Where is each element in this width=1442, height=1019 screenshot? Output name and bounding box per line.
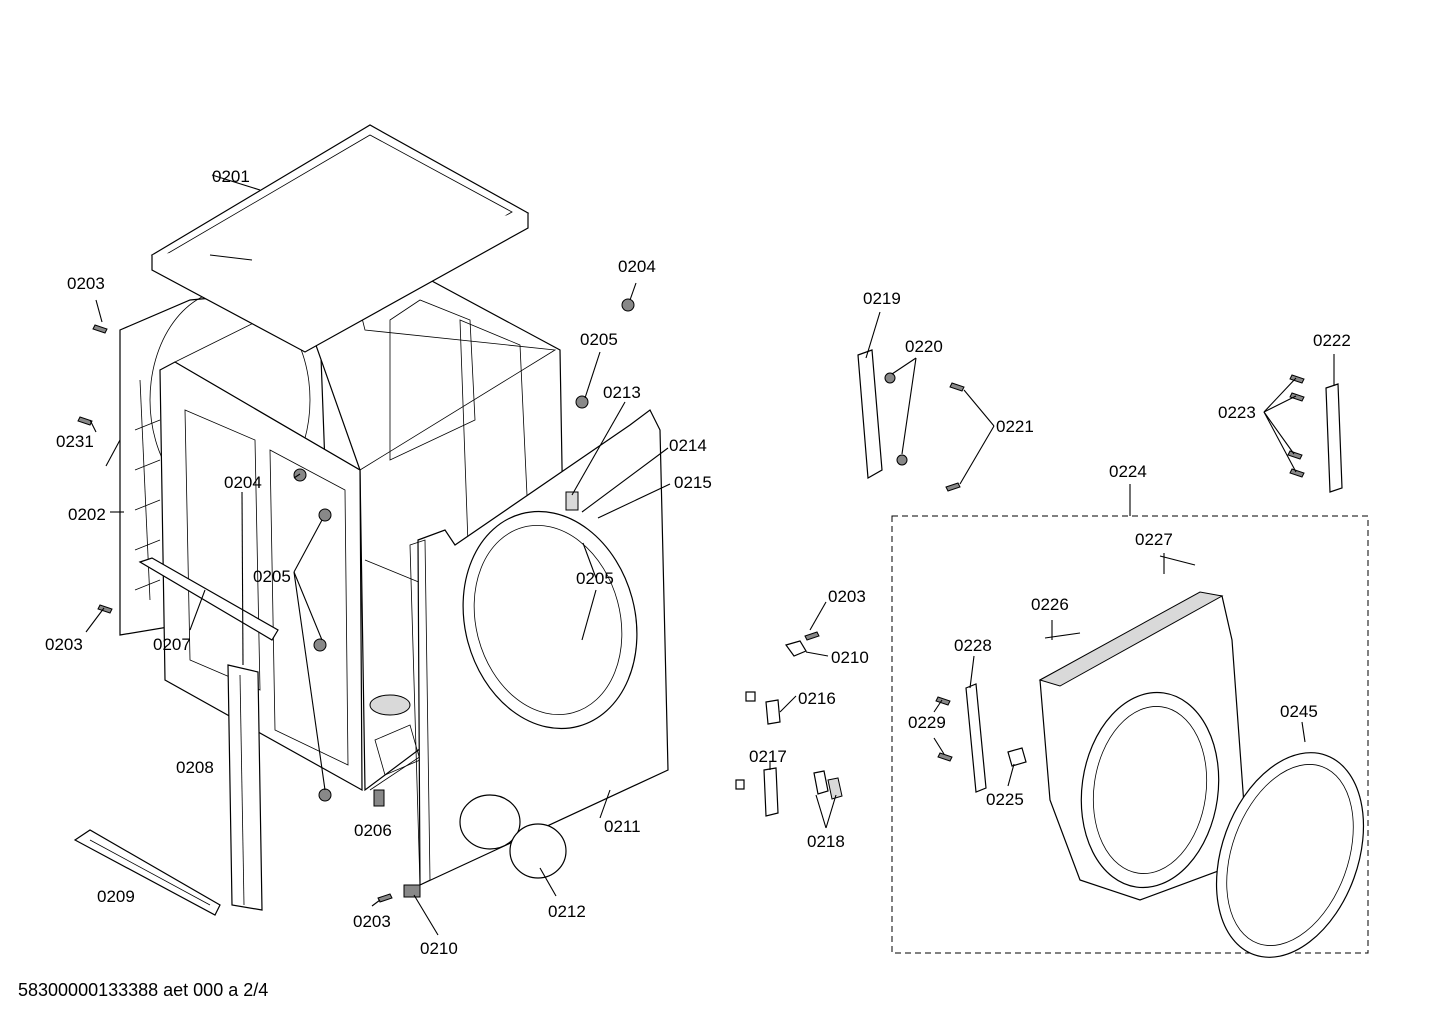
callout-labels: 0201 0203 0231 0202 0203 0207 0204 0205 … (45, 167, 1351, 958)
callout-0221: 0221 (996, 417, 1034, 436)
callout-0229: 0229 (908, 713, 946, 732)
callout-0208: 0208 (176, 758, 214, 777)
callout-0210-b: 0210 (831, 648, 869, 667)
callout-0228: 0228 (954, 636, 992, 655)
handle-group (1263, 354, 1343, 493)
callout-0216: 0216 (798, 689, 836, 708)
small-parts (735, 601, 843, 829)
callout-0219: 0219 (863, 289, 901, 308)
cap-cover (509, 823, 567, 879)
callout-0245: 0245 (1280, 702, 1318, 721)
callout-0209: 0209 (97, 887, 135, 906)
callout-0202: 0202 (68, 505, 106, 524)
callout-0205-c: 0205 (576, 569, 614, 588)
callout-0204-b: 0204 (618, 257, 656, 276)
callout-0217: 0217 (749, 747, 787, 766)
callout-0203-c: 0203 (353, 912, 391, 931)
callout-0224: 0224 (1109, 462, 1147, 481)
callout-0214: 0214 (669, 436, 707, 455)
callout-0212: 0212 (548, 902, 586, 921)
callout-0210-a: 0210 (420, 939, 458, 958)
document-id: 58300000133388 aet 000 a 2/4 (18, 980, 269, 1000)
callout-0203-b: 0203 (45, 635, 83, 654)
door-glass (1215, 721, 1365, 958)
callout-0215: 0215 (674, 473, 712, 492)
callout-0203-d: 0203 (828, 587, 866, 606)
callout-0204-a: 0204 (224, 473, 262, 492)
top-cover (150, 124, 530, 353)
callout-0205-a: 0205 (253, 567, 291, 586)
callout-0220: 0220 (905, 337, 943, 356)
callout-0213: 0213 (603, 383, 641, 402)
callout-0218: 0218 (807, 832, 845, 851)
door-assembly-box (891, 484, 1369, 954)
callout-0226: 0226 (1031, 595, 1069, 614)
screws-left (77, 324, 421, 903)
rail (73, 829, 221, 916)
callout-0203-a: 0203 (67, 274, 105, 293)
callout-0211: 0211 (604, 817, 641, 836)
callout-0225: 0225 (986, 790, 1024, 809)
door-hinge-group (857, 311, 995, 492)
callout-0205-b: 0205 (580, 330, 618, 349)
callout-0222: 0222 (1313, 331, 1351, 350)
front-panel (409, 409, 669, 886)
callout-0227: 0227 (1135, 530, 1173, 549)
callout-0223: 0223 (1218, 403, 1256, 422)
door-frame (1038, 553, 1249, 901)
callout-0201: 0201 (212, 167, 250, 186)
door-inner-parts (933, 655, 1027, 793)
callout-0206: 0206 (354, 821, 392, 840)
callout-0207: 0207 (153, 635, 191, 654)
side-strip (227, 664, 263, 911)
support-rail (138, 557, 279, 641)
leaders-left (85, 174, 671, 936)
callout-0231: 0231 (56, 432, 94, 451)
